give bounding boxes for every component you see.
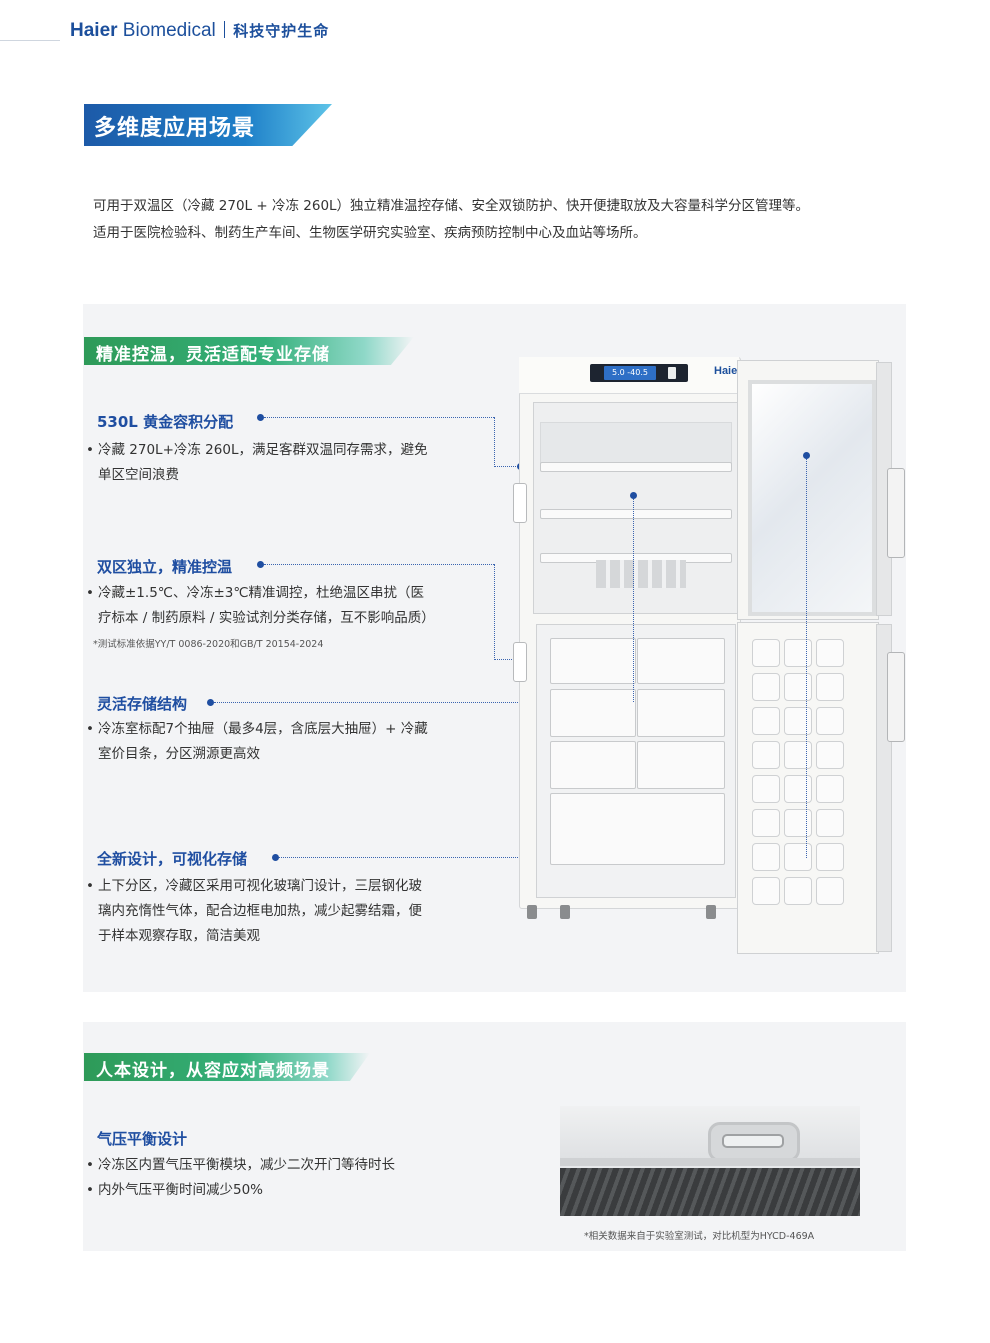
callout-line [494,564,495,660]
callout-dot [272,854,279,861]
feature-line: 上下分区，冷藏区采用可视化玻璃门设计，三层钢化玻 [98,878,422,894]
feature-line: 于样本观察存取，简洁美观 [98,928,260,944]
brand-divider [223,21,226,38]
freezer-drawer [637,741,725,789]
feature-line: 璃内充惰性气体，配合边框电加热，减少起雾结霜，便 [98,903,422,919]
intro-line: 适用于医院检验科、制药生产车间、生物医学研究实验室、疾病预防控制中心及血站等场所… [93,225,647,241]
brand-header: Haier Biomedical 科技守护生命 [70,20,329,42]
feature-title: 全新设计，可视化存储 [97,850,248,868]
callout-dot [257,414,264,421]
panel-tag-ergonomics: 人本设计，从容应对高频场景 [84,1053,370,1081]
feature-line: 冷冻室标配7个抽屉（最多4层，含底层大抽屉）+ 冷藏 [98,721,428,737]
freezer-drawer [550,741,636,789]
callout-line [494,466,520,467]
callout-line [633,496,634,702]
fridge-glass-window [748,380,876,616]
freezer-drawer [637,689,725,737]
panel-tag-text: 人本设计，从容应对高频场景 [96,1061,330,1081]
feature-title: 530L 黄金容积分配 [97,413,234,431]
callout-line [806,456,807,858]
fridge-lock-lower [513,642,527,682]
fridge-lock-upper [513,483,527,523]
feature-description: •冷冻室标配7个抽屉（最多4层，含底层大抽屉）+ 冷藏 室价目条，分区溯源更高效 [84,717,428,767]
fridge-vent [596,560,686,588]
test-standard-note: *测试标准依据YY/T 0086-2020和GB/T 20154-2024 [93,639,324,650]
feature-description: •冷藏±1.5℃、冷冻±3℃精准调控，杜绝温区串扰（医 疗标本 / 制药原料 /… [84,581,435,631]
panel-tag-storage: 精准控温，灵活适配专业存储 [84,337,414,365]
section-title: 多维度应用场景 [94,116,256,141]
pressure-valve-photo [560,1106,860,1216]
feature-line: 疗标本 / 制药原料 / 实验试剂分类存储，互不影响品质） [98,610,435,626]
brand-name-bold: Haier [70,20,118,41]
fridge-wheel [706,905,716,919]
intro-line: 可用于双温区（冷藏 270L + 冷冻 260L）独立精准温控存储、安全双锁防护… [93,198,810,214]
feature-line: 室价目条，分区溯源更高效 [98,746,260,762]
freezer-large-drawer [550,793,725,865]
fridge-display-key [668,367,676,379]
feature-line: 冷藏±1.5℃、冷冻±3℃精准调控，杜绝温区串扰（医 [98,585,425,601]
header-corner-line [0,40,60,41]
callout-dot [630,492,637,499]
fridge-lower-door [737,622,879,954]
photo-footnote: *相关数据来自于实验室测试，对比机型为HYCD-469A [584,1231,815,1242]
feature-line: 单区空间浪费 [98,467,179,483]
fridge-foot [527,905,537,919]
fridge-shelf [540,509,732,519]
brand-name-rest: Biomedical [117,20,216,41]
callout-line [494,659,520,660]
fridge-shelf [540,462,732,472]
panel-tag-text: 精准控温，灵活适配专业存储 [96,345,330,365]
lower-door-handle [887,652,905,742]
fridge-logo: Haier [714,365,742,377]
feature-title: 灵活存储结构 [97,695,188,713]
callout-line [264,564,494,565]
feature-title: 气压平衡设计 [97,1130,188,1148]
section-title-banner: 多维度应用场景 [84,104,332,146]
feature-description: •冷藏 270L+冷冻 260L，满足客群双温同存需求，避免 单区空间浪费 [84,438,427,488]
freezer-drawer [550,689,636,737]
fridge-display-screen: 5.0 -40.5 [604,366,656,380]
feature-description: •冷冻区内置气压平衡模块，减少二次开门等待时长 •内外气压平衡时间减少50% [86,1157,395,1198]
callout-line [494,417,495,467]
callout-dot [257,561,264,568]
feature-line: 内外气压平衡时间减少50% [98,1182,264,1198]
freezer-drawer [637,638,725,684]
upper-door-handle [887,468,905,558]
intro-paragraph: 可用于双温区（冷藏 270L + 冷冻 260L）独立精准温控存储、安全双锁防护… [93,193,913,247]
callout-line [214,702,634,703]
callout-dot [803,452,810,459]
feature-title: 双区独立，精准控温 [97,558,233,576]
feature-description: •上下分区，冷藏区采用可视化玻璃门设计，三层钢化玻 璃内充惰性气体，配合边框电加… [84,874,422,949]
brand-slogan: 科技守护生命 [233,23,330,40]
feature-line: 冷冻区内置气压平衡模块，减少二次开门等待时长 [98,1157,395,1173]
callout-line [264,417,494,418]
fridge-upper-back [540,422,732,464]
feature-line: 冷藏 270L+冷冻 260L，满足客群双温同存需求，避免 [98,442,428,458]
callout-dot [207,699,214,706]
fridge-wheel [560,905,570,919]
freezer-drawer [550,638,636,684]
